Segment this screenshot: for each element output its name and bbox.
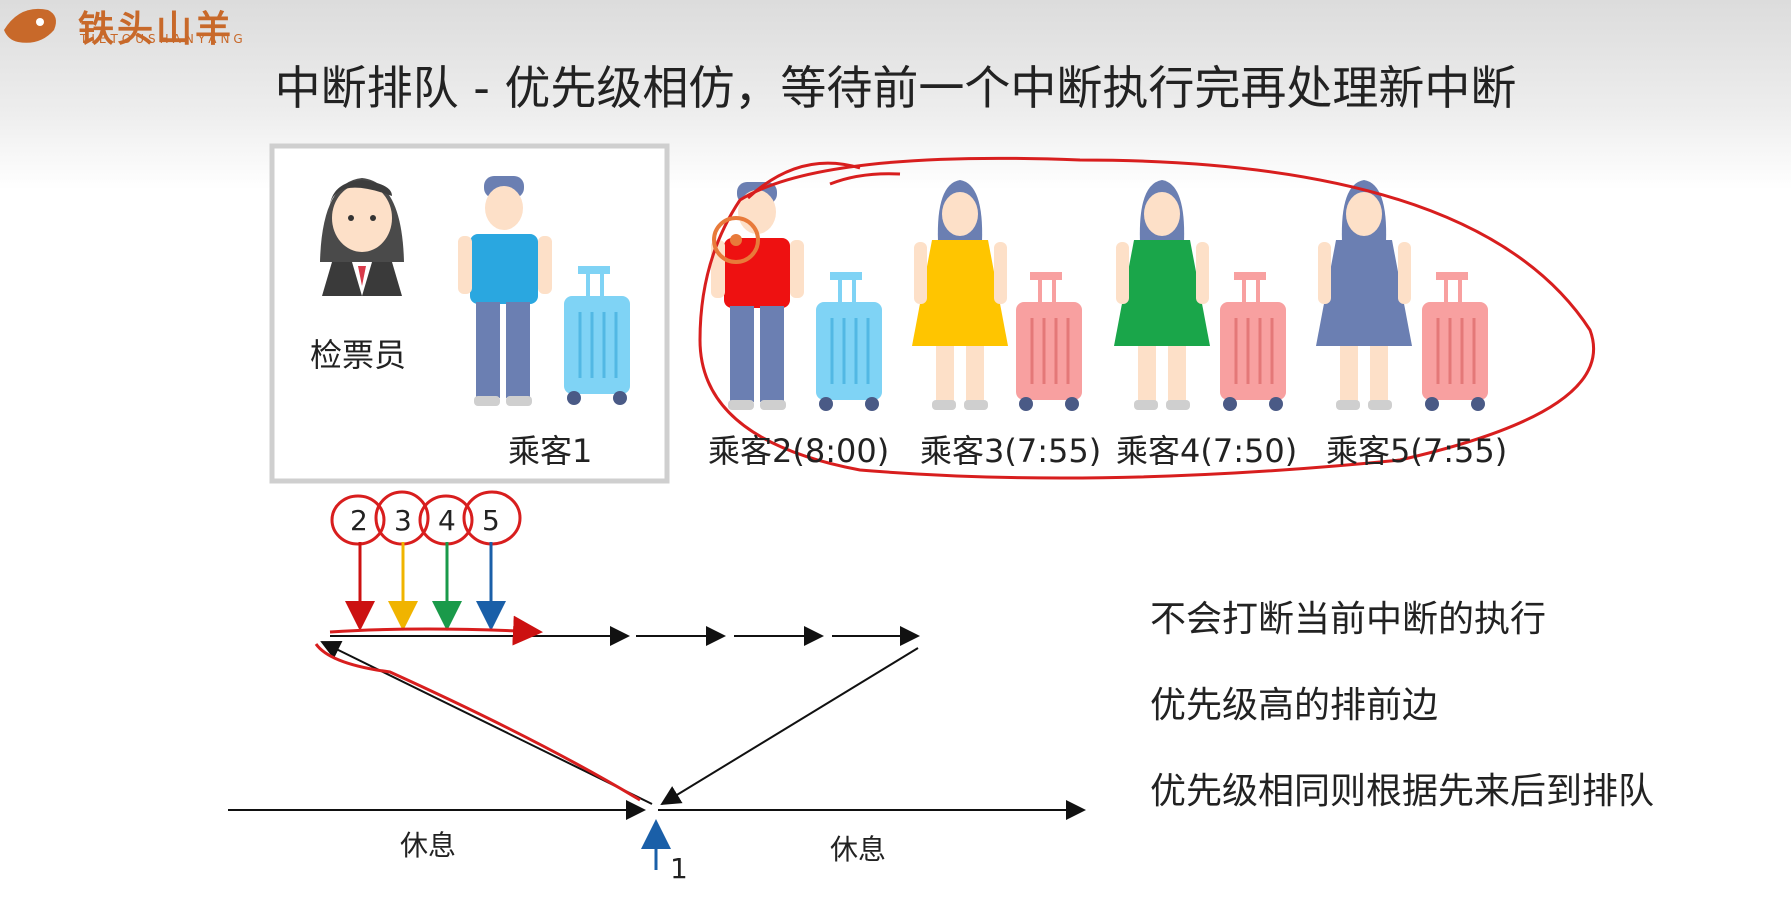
passenger-5-label: 乘客5(7:55) xyxy=(1326,426,1507,472)
annotation-diagonal xyxy=(316,644,640,800)
passenger-4-icon xyxy=(1114,180,1210,410)
suitcase-3-icon xyxy=(1016,272,1082,411)
passenger-2-icon xyxy=(711,182,804,410)
passenger-3-icon xyxy=(912,180,1008,410)
suitcase-2-icon xyxy=(816,272,882,411)
passenger-5-icon xyxy=(1316,180,1412,410)
cursor-dot-icon xyxy=(730,234,742,246)
suitcase-5-icon xyxy=(1422,272,1488,411)
suitcase-4-icon xyxy=(1220,272,1286,411)
passenger-1-label: 乘客1 xyxy=(508,426,592,472)
note-2: 优先级高的排前边 xyxy=(1150,676,1438,728)
passenger-3-label: 乘客3(7:55) xyxy=(920,426,1101,472)
annotation-underline xyxy=(330,629,540,632)
note-3: 优先级相同则根据先来后到排队 xyxy=(1150,762,1654,814)
queue-label-3: 3 xyxy=(394,504,412,537)
passenger-4-label: 乘客4(7:50) xyxy=(1116,426,1297,472)
queue-label-5: 5 xyxy=(482,504,500,537)
queue-label-4: 4 xyxy=(438,504,456,537)
note-1: 不会打断当前中断的执行 xyxy=(1150,590,1546,642)
rest-label-left: 休息 xyxy=(400,824,456,864)
queue-label-2: 2 xyxy=(350,504,368,537)
inspector-label: 检票员 xyxy=(310,330,406,376)
rest-label-right: 休息 xyxy=(830,828,886,868)
passenger-2-label: 乘客2(8:00) xyxy=(708,426,889,472)
return-line xyxy=(662,648,918,804)
trigger-label: 1 xyxy=(670,852,688,885)
